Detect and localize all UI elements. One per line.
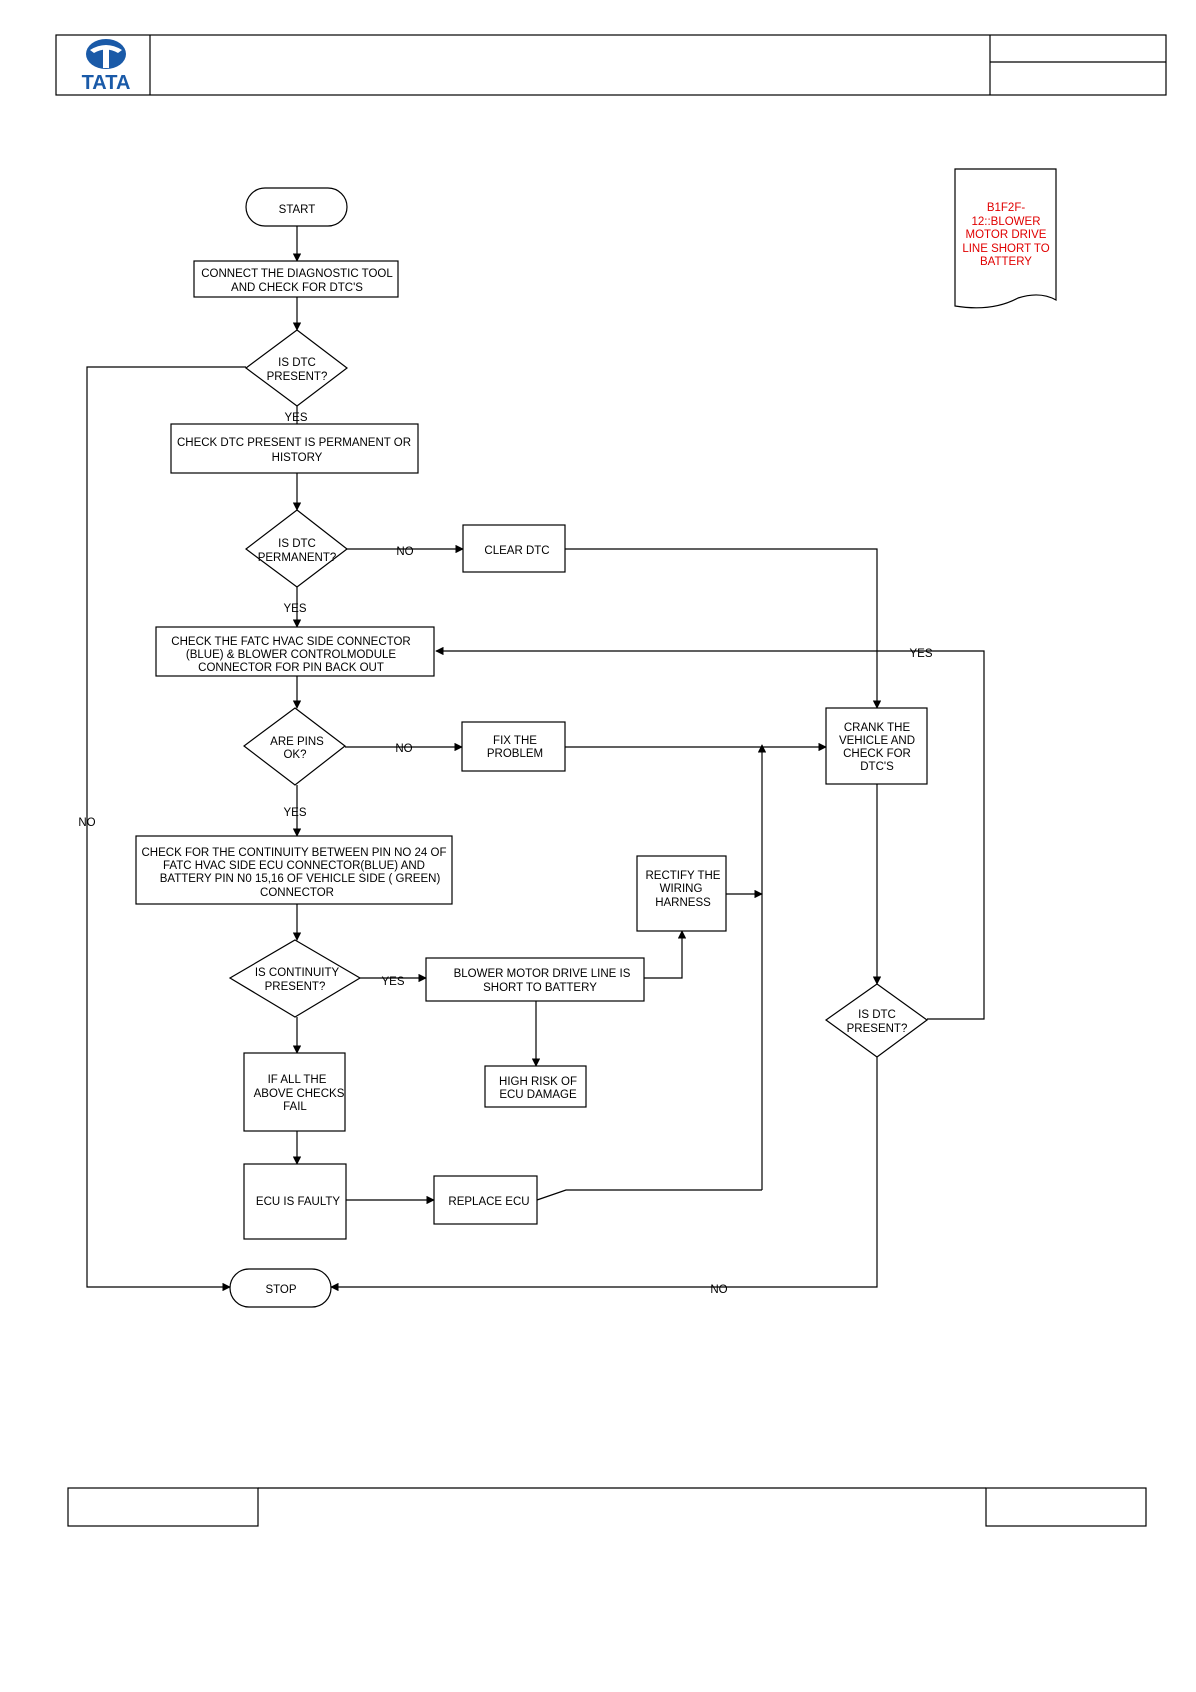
node-rectify-harness: RECTIFY THE WIRING HARNESS — [636, 855, 727, 932]
node-text: CONNECTOR — [260, 887, 334, 899]
node-short-to-battery: BLOWER MOTOR DRIVE LINE IS SHORT TO BATT… — [425, 957, 645, 1002]
node-text: PRESENT? — [847, 1023, 908, 1035]
edge-label-no: NO — [710, 1284, 727, 1296]
node-text: ECU DAMAGE — [499, 1089, 577, 1101]
footer-frame — [67, 1487, 1147, 1527]
node-text: STOP — [265, 1284, 296, 1296]
node-fix-problem: FIX THE PROBLEM — [461, 721, 566, 772]
edge-label-no: NO — [395, 743, 412, 755]
node-text: ABOVE CHECKS — [254, 1088, 345, 1100]
header-frame — [55, 34, 1167, 96]
edge-label-yes: YES — [909, 648, 932, 660]
edge-label-yes: YES — [284, 412, 307, 424]
node-text: ARE PINS — [270, 736, 324, 748]
node-text: CHECK FOR THE CONTINUITY BETWEEN PIN NO … — [142, 847, 447, 859]
node-connect-diagnostic-tool: CONNECT THE DIAGNOSTIC TOOL AND CHECK FO… — [193, 260, 399, 298]
node-text: HISTORY — [272, 452, 323, 464]
node-text: HIGH RISK OF — [499, 1076, 577, 1088]
tata-logo: TATA — [82, 39, 131, 94]
decision-continuity-present: IS CONTINUITY PRESENT? — [228, 939, 362, 1018]
node-text: IS DTC — [278, 538, 316, 550]
edge-label-no: NO — [396, 546, 413, 558]
edge-labels: YES NO NO YES YES NO YES YES NO — [78, 412, 932, 1296]
node-all-checks-fail: IF ALL THE ABOVE CHECKS FAIL — [243, 1052, 346, 1132]
node-replace-ecu: REPLACE ECU — [433, 1175, 538, 1225]
dtc-note-document: B1F2F- 12::BLOWER MOTOR DRIVE LINE SHORT… — [954, 168, 1057, 309]
edge-label-yes: YES — [381, 976, 404, 988]
node-text: FIX THE — [493, 735, 537, 747]
node-text: OK? — [283, 749, 306, 761]
node-text: IF ALL THE — [268, 1074, 327, 1086]
node-text: IS CONTINUITY — [255, 967, 340, 979]
node-start: START — [245, 187, 348, 227]
node-text: SHORT TO BATTERY — [483, 982, 597, 994]
node-text: BLOWER MOTOR DRIVE LINE IS — [454, 968, 631, 980]
decision-dtc-permanent: IS DTC PERMANENT? — [245, 509, 348, 588]
node-text: PRESENT? — [265, 981, 326, 993]
node-text: VEHICLE AND — [839, 735, 915, 747]
decision-dtc-present-1: IS DTC PRESENT? — [244, 329, 348, 407]
node-text: BATTERY PIN N0 15,16 OF VEHICLE SIDE ( G… — [160, 873, 441, 885]
node-text: REPLACE ECU — [448, 1196, 529, 1208]
node-ecu-faulty: ECU IS FAULTY — [243, 1163, 347, 1240]
edge-label-no: NO — [78, 817, 95, 829]
node-text: (BLUE) & BLOWER CONTROLMODULE — [186, 649, 397, 661]
dtc-note-line: BATTERY — [980, 256, 1032, 268]
node-text: START — [279, 204, 316, 216]
dtc-note-line: B1F2F- — [987, 202, 1026, 214]
node-text: CONNECT THE DIAGNOSTIC TOOL — [201, 268, 393, 280]
node-text: FAIL — [283, 1101, 307, 1113]
node-text: PROBLEM — [487, 748, 543, 760]
dtc-note-line: LINE SHORT TO — [962, 243, 1049, 255]
node-text: CHECK FOR — [843, 748, 911, 760]
node-check-continuity: CHECK FOR THE CONTINUITY BETWEEN PIN NO … — [135, 835, 453, 905]
node-text: IS DTC — [858, 1009, 896, 1021]
node-text: FATC HVAC SIDE ECU CONNECTOR(BLUE) AND — [163, 860, 425, 872]
edge-label-yes: YES — [283, 603, 306, 615]
node-clear-dtc: CLEAR DTC — [462, 524, 566, 573]
dtc-note-line: MOTOR DRIVE — [966, 229, 1047, 241]
decision-dtc-present-2: IS DTC PRESENT? — [824, 983, 929, 1058]
node-text: ECU IS FAULTY — [256, 1196, 340, 1208]
node-text: WIRING — [660, 883, 703, 895]
node-check-connector: CHECK THE FATC HVAC SIDE CONNECTOR (BLUE… — [155, 626, 435, 677]
node-text: CLEAR DTC — [484, 545, 549, 557]
node-text: CONNECTOR FOR PIN BACK OUT — [198, 662, 384, 674]
node-text: CRANK THE — [844, 722, 911, 734]
node-text: DTC'S — [860, 761, 894, 773]
node-high-risk: HIGH RISK OF ECU DAMAGE — [484, 1065, 587, 1108]
decision-pins-ok: ARE PINS OK? — [243, 707, 346, 786]
node-text: CHECK DTC PRESENT IS PERMANENT OR — [177, 437, 411, 449]
node-text: HARNESS — [655, 897, 711, 909]
logo-text: TATA — [82, 72, 131, 94]
node-text: CHECK THE FATC HVAC SIDE CONNECTOR — [171, 636, 410, 648]
edge-label-yes: YES — [283, 807, 306, 819]
node-text: AND CHECK FOR DTC'S — [231, 282, 363, 294]
dtc-note-line: 12::BLOWER — [971, 216, 1040, 228]
node-text: PERMANENT? — [258, 552, 337, 564]
connectors — [86, 226, 985, 1292]
node-crank-vehicle: CRANK THE VEHICLE AND CHECK FOR DTC'S — [825, 707, 928, 785]
node-check-permanent: CHECK DTC PRESENT IS PERMANENT OR HISTOR… — [170, 423, 419, 474]
node-text: RECTIFY THE — [646, 870, 721, 882]
node-stop: STOP — [229, 1268, 332, 1308]
node-text: IS DTC — [278, 357, 316, 369]
node-text: PRESENT? — [267, 371, 328, 383]
